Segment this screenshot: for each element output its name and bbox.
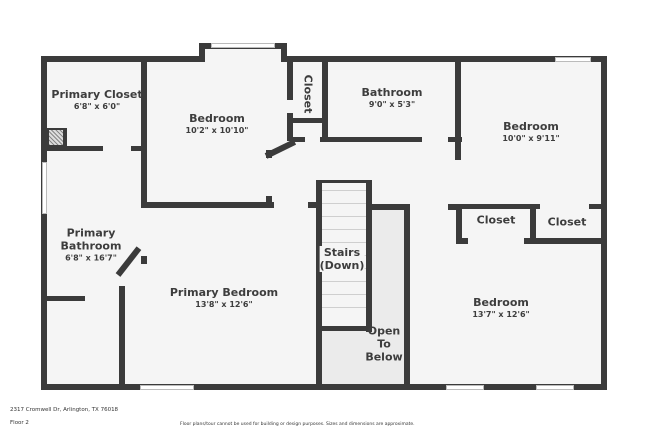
room-name: Bathroom — [361, 86, 423, 99]
room-name: Bedroom — [503, 120, 559, 133]
room-name: Closet — [301, 74, 315, 114]
room-name: Primary Bedroom — [169, 286, 279, 299]
window — [446, 385, 484, 390]
room-name: Bedroom — [473, 296, 529, 309]
window — [211, 43, 275, 48]
stair-tread — [322, 307, 366, 308]
room-dimensions: 9'0" x 5'3" — [368, 100, 416, 109]
wall — [287, 113, 293, 141]
room-dimensions: 10'0" x 9'11" — [502, 134, 560, 143]
wall — [287, 118, 327, 123]
room-dimensions: 13'7" x 12'6" — [472, 310, 530, 319]
room-name: Closet — [476, 213, 516, 227]
wall — [589, 204, 607, 209]
wall — [119, 286, 125, 390]
room-name: Primary Closet — [51, 88, 143, 101]
wall — [601, 56, 607, 390]
room-bedroom-nw: Bedroom 10'2" x 10'10" — [186, 112, 249, 136]
wall — [456, 238, 468, 244]
room-closet-2: Closet — [548, 216, 587, 229]
room-primary-bathroom: Primary Bathroom 6'8" x 16'7" — [61, 227, 122, 264]
room-name: Bedroom — [189, 112, 245, 125]
address: 2317 Cromwell Dr, Arlington, TX 76018 — [10, 407, 119, 413]
wall — [316, 180, 372, 183]
room-name: Below — [365, 350, 403, 364]
wall — [41, 296, 85, 301]
wall — [131, 146, 147, 151]
wall — [366, 180, 372, 332]
window — [42, 162, 47, 214]
stair-tread — [322, 281, 366, 282]
room-name: Bathroom — [60, 239, 122, 253]
hatch-icon — [49, 130, 63, 145]
room-name: Primary — [66, 226, 116, 240]
room-bedroom-se: Bedroom 13'7" x 12'6" — [472, 296, 529, 320]
room-dimensions: 10'2" x 10'10" — [185, 126, 249, 135]
wall — [41, 56, 205, 62]
room-name: Closet — [547, 215, 587, 229]
floor-area-bay — [205, 46, 285, 60]
wall — [266, 196, 272, 208]
room-name: (Down) — [319, 259, 365, 272]
room-dimensions: 6'8" x 16'7" — [65, 253, 117, 263]
stair-tread — [322, 203, 366, 204]
stairs-label: Stairs (Down) — [319, 246, 365, 272]
open-to-below-label: Open To Below — [365, 325, 402, 364]
wall — [448, 204, 460, 210]
wall — [199, 43, 205, 62]
room-name: Stairs — [323, 246, 361, 259]
room-primary-bedroom: Primary Bedroom 13'8" x 12'6" — [170, 286, 278, 310]
stair-tread — [322, 190, 366, 191]
room-name: To — [377, 337, 391, 351]
wall — [41, 384, 607, 390]
wall — [291, 137, 305, 142]
room-bathroom: Bathroom 9'0" x 5'3" — [362, 86, 423, 110]
wall — [404, 204, 410, 390]
stair-tread — [322, 229, 366, 230]
wall — [287, 56, 293, 100]
open-to-below-area — [320, 330, 406, 386]
wall — [141, 256, 147, 264]
wall — [366, 204, 410, 210]
room-primary-closet: Primary Closet 6'8" x 6'0" — [51, 88, 142, 112]
window — [536, 385, 574, 390]
wall — [320, 137, 422, 142]
room-closet-1: Closet — [477, 214, 516, 227]
stair-tread — [322, 216, 366, 217]
wall — [320, 326, 370, 331]
wall — [316, 180, 322, 390]
wall — [141, 202, 274, 208]
wall — [281, 56, 607, 62]
room-bedroom-ne: Bedroom 10'0" x 9'11" — [502, 120, 559, 144]
room-closet-hall: Closet — [302, 75, 315, 114]
window — [140, 385, 194, 390]
wall — [322, 56, 328, 142]
wall — [308, 202, 318, 208]
room-name: Open — [367, 324, 401, 338]
wall — [141, 56, 147, 206]
wall — [530, 204, 536, 244]
room-dimensions: 13'8" x 12'6" — [195, 300, 253, 309]
disclaimer: Floor plans/tour cannot be used for buil… — [180, 422, 415, 427]
wall — [41, 146, 103, 151]
wall — [524, 238, 607, 244]
wall — [455, 56, 461, 160]
stair-tread — [322, 242, 366, 243]
open-to-below-area-upper — [370, 210, 406, 330]
wall — [456, 204, 462, 244]
room-dimensions: 6'8" x 6'0" — [73, 102, 121, 111]
wall — [41, 56, 47, 390]
stair-tread — [322, 294, 366, 295]
wall — [456, 204, 540, 209]
window — [555, 57, 591, 62]
wall — [281, 43, 287, 62]
floor-label: Floor 2 — [10, 420, 29, 426]
